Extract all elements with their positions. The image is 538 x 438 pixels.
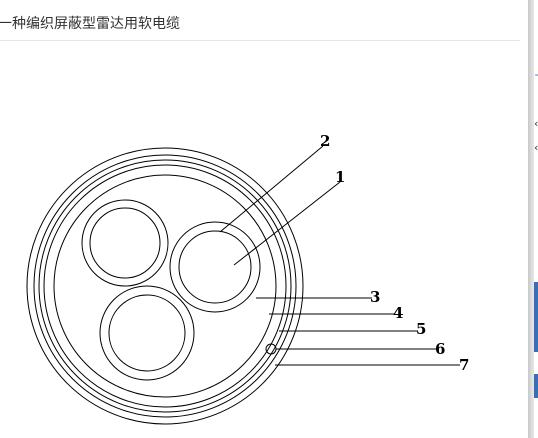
braid-shield-ring — [38, 159, 292, 413]
background-text-fragment: ‹ — [534, 117, 538, 130]
leader-line-2 — [219, 145, 324, 233]
outer-sheath-ring — [26, 147, 304, 425]
callout-label-4: 4 — [393, 304, 403, 322]
dialog-title-bar: 一种编织屏蔽型雷达用软电缆 — [0, 0, 520, 41]
outer-sheath-ring-inner — [33, 154, 297, 418]
leader-line-1 — [233, 181, 341, 266]
background-blue-block — [534, 374, 538, 398]
callout-label-3: 3 — [370, 288, 380, 306]
core-insulation-bottom — [99, 285, 195, 381]
core-conductor-right — [178, 230, 252, 304]
cable-diagram: 1 2 3 4 5 6 7 — [26, 132, 469, 425]
inner-sheath-ring — [43, 164, 287, 408]
core-conductor-bottom — [108, 294, 186, 372]
background-text-fragment: ‹ — [534, 141, 538, 154]
callout-label-2: 2 — [320, 132, 330, 150]
dialog-title: 一种编织屏蔽型雷达用软电缆 — [0, 16, 180, 32]
filler-ring — [53, 174, 277, 398]
core-insulation-top-left — [81, 199, 169, 287]
cable-cross-section-figure: 1 2 3 4 5 6 7 — [0, 41, 528, 438]
callout-label-6: 6 — [435, 340, 445, 358]
callout-label-5: 5 — [416, 320, 426, 338]
callout-label-7: 7 — [459, 356, 469, 374]
callout-label-1: 1 — [335, 168, 345, 186]
core-insulation-right — [169, 221, 261, 313]
background-page-strip: ¬ ‹ ‹ ‚ " ‹ — [534, 0, 538, 438]
core-conductor-top-left — [89, 207, 161, 279]
dialog-shadow — [528, 0, 534, 438]
background-text-fragment: ¬ — [534, 70, 538, 82]
background-blue-block — [534, 282, 538, 352]
